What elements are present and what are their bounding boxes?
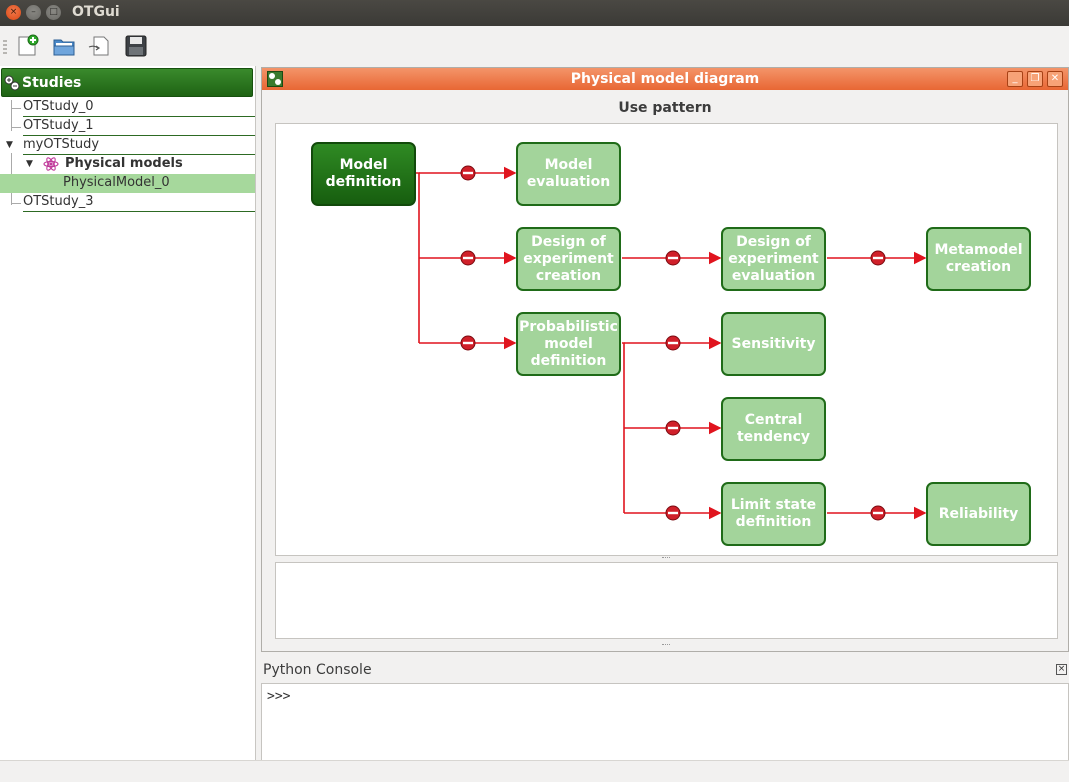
node-doe-evaluation[interactable]: Design of experiment evaluation — [721, 227, 826, 291]
toolbar — [0, 26, 1069, 66]
open-study-icon[interactable] — [52, 34, 76, 58]
node-central-tendency[interactable]: Central tendency — [721, 397, 826, 461]
window-titlebar: × – □ OTGui — [0, 0, 1069, 26]
tree-item-label: OTStudy_0 — [23, 99, 94, 114]
app-title: OTGui — [72, 4, 120, 20]
atom-icon — [43, 156, 59, 176]
diagram-title: Physical model diagram — [570, 71, 760, 87]
tree-line — [11, 108, 21, 109]
tree-item-label: OTStudy_1 — [23, 118, 94, 133]
tree-item-label: OTStudy_3 — [23, 194, 94, 209]
tree-item-otstudy-0[interactable]: OTStudy_0 — [0, 98, 255, 117]
tree-underline — [23, 211, 255, 212]
tree-item-myotstudy[interactable]: ▼ myOTStudy — [0, 136, 255, 155]
tree-item-physical-models[interactable]: ▼ Physical models — [0, 155, 255, 174]
tree-line — [11, 203, 21, 204]
diagram-titlebar[interactable]: Physical model diagram _ ❐ ✕ — [262, 68, 1068, 90]
tree-line — [11, 117, 12, 131]
node-doe-creation[interactable]: Design of experiment creation — [516, 227, 621, 291]
tree-item-otstudy-1[interactable]: OTStudy_1 — [0, 117, 255, 136]
splitter-handle[interactable] — [662, 557, 670, 559]
node-model-evaluation[interactable]: Model evaluation — [516, 142, 621, 206]
console-prompt: >>> — [267, 689, 291, 704]
tree-underline — [23, 135, 255, 136]
tree-item-label: myOTStudy — [23, 137, 100, 152]
window-close-button[interactable]: × — [6, 5, 21, 20]
splitter-handle[interactable] — [662, 644, 670, 646]
node-model-definition[interactable]: Model definition — [311, 142, 416, 206]
diagram-close-button[interactable]: ✕ — [1047, 71, 1063, 87]
study-icon — [267, 71, 283, 91]
window-minimize-button[interactable]: – — [26, 5, 41, 20]
node-sensitivity[interactable]: Sensitivity — [721, 312, 826, 376]
node-limit-state-definition[interactable]: Limit state definition — [721, 482, 826, 546]
diagram-restore-button[interactable]: ❐ — [1027, 71, 1043, 87]
new-study-icon[interactable] — [16, 34, 40, 58]
tree-item-otstudy-3[interactable]: OTStudy_3 — [0, 193, 255, 212]
tree-item-physicalmodel-0[interactable]: PhysicalModel_0 — [0, 174, 255, 193]
python-console-title: Python Console — [263, 662, 372, 678]
toolbar-grip[interactable] — [3, 40, 7, 54]
diagram-info-panel — [275, 562, 1058, 639]
expand-arrow-icon[interactable]: ▼ — [26, 159, 33, 169]
studies-header[interactable]: Studies — [1, 68, 253, 97]
node-probabilistic-model-definition[interactable]: Probabilistic model definition — [516, 312, 621, 376]
diagram-connectors — [416, 165, 927, 521]
tree-item-label: PhysicalModel_0 — [63, 175, 170, 190]
studies-panel: Studies OTStudy_0 OTStudy_1 ▼ myOTStudy … — [0, 66, 256, 760]
node-metamodel-creation[interactable]: Metamodel creation — [926, 227, 1031, 291]
python-console[interactable]: >>> — [261, 683, 1069, 761]
use-pattern-label: Use pattern — [618, 100, 712, 116]
tree-underline — [23, 154, 255, 155]
tree-item-label: Physical models — [65, 156, 183, 171]
expand-arrow-icon[interactable]: ▼ — [6, 140, 13, 150]
studies-title: Studies — [22, 75, 82, 91]
save-icon[interactable] — [124, 34, 148, 58]
status-bar — [0, 760, 1069, 782]
node-reliability[interactable]: Reliability — [926, 482, 1031, 546]
physical-model-diagram-window: Physical model diagram _ ❐ ✕ Use pattern — [261, 67, 1069, 652]
tree-underline — [23, 116, 255, 117]
console-close-button[interactable]: × — [1056, 664, 1067, 675]
study-icon — [4, 75, 20, 95]
tree-line — [11, 127, 21, 128]
diagram-minimize-button[interactable]: _ — [1007, 71, 1023, 87]
window-maximize-button[interactable]: □ — [46, 5, 61, 20]
import-python-icon[interactable] — [88, 34, 112, 58]
diagram-canvas: Model definition Model evaluation Design… — [275, 123, 1058, 556]
